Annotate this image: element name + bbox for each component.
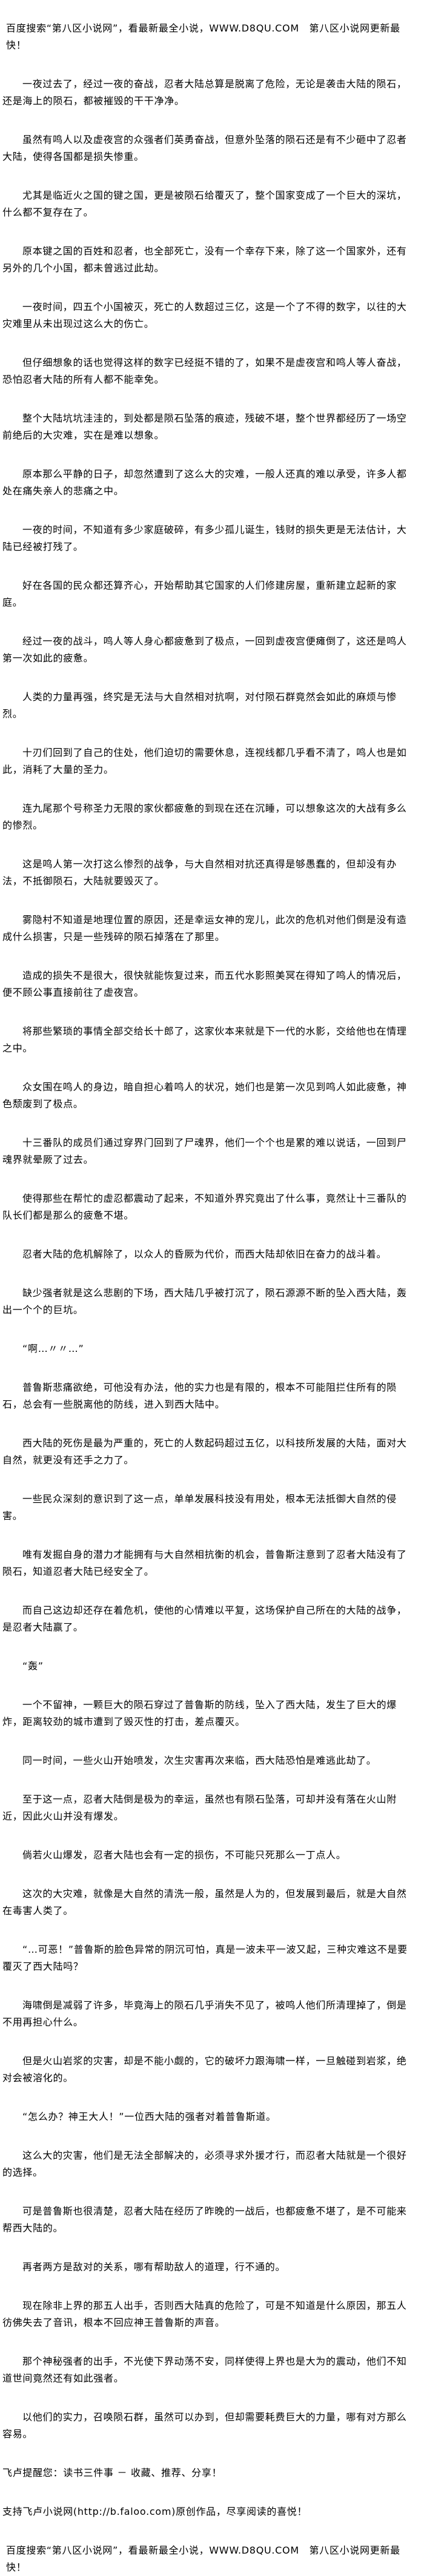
paragraph: 尤其是临近火之国的键之国，更是被陨石给覆灭了，整个国家变成了一个巨大的深坑，什么… (2, 190, 407, 218)
paragraph: 连九尾那个号称圣力无限的家伙都疲惫的到现在还在沉睡，可以想象这次的大战有多么的惨… (2, 803, 407, 831)
paragraph: 原本那么平静的日子，却忽然遭到了这么大的灾难，一般人还真的难以承受，许多人都处在… (2, 468, 407, 497)
paragraph: 同一时间，一些火山开始喷发，次生灾害再次来临，西大陆恐怕是难逃此劫了。 (22, 1755, 377, 1766)
paragraph: 将那些繁琐的事情全部交给长十郎了，这家伙本来就是下一代的水影，交给他也在情理之中… (2, 1025, 407, 1054)
paragraph: 一个不留神，一颗巨大的陨石穿过了普鲁斯的防线，坠入了西大陆，发生了巨大的爆炸，距… (2, 1699, 397, 1727)
paragraph: “啊…〃〃…” (22, 1343, 84, 1354)
paragraph: 雾隐村不知道是地理位置的原因，还是幸运女神的宠儿，此次的危机对他们倒是没有造成什… (2, 914, 407, 942)
paragraph: 海啸倒是减弱了许多，毕竟海上的陨石几乎消失不见了，被鸣人他们所清理掉了，倒是不用… (2, 1999, 407, 2028)
chapter-body: 一夜过去了，经过一夜的奋战，忍者大陆总算是脱离了危险，无论是袭击大陆的陨石，还是… (2, 76, 414, 2443)
paragraph: 那个神秘强者的出手，不光使下界动荡不安，同样使得上界也是大为的震动，他们不知道世… (2, 2356, 407, 2384)
paragraph: 西大陆的死伤是最为严重的，死亡的人数起码超过五亿，以科技所发展的大陆，面对大自然… (2, 1437, 407, 1466)
paragraph: 原本键之国的百姓和忍者，也全部死亡，没有一个幸存下来，除了这一个国家外，还有另外… (2, 245, 407, 274)
paragraph: 虽然有鸣人以及虚夜宫的众强者们英勇奋战，但意外坠落的陨石还是有不少砸中了忍者大陆… (2, 134, 407, 162)
paragraph: 这次的大灾难，就像是大自然的清洗一般，虽然是人为的，但发展到最后，就是大自然在毒… (2, 1888, 407, 1916)
reminder-text: 飞卢提醒您：读书三件事 － 收藏、推荐、分享！ (2, 2467, 222, 2478)
paragraph: 好在各国的民众都还算齐心，开始帮助其它国家的人们修建房屋，重新建立起新的家庭。 (2, 580, 397, 608)
paragraph: 使得那些在帮忙的虚忍都震动了起来，不知道外界究竟出了什么事，竟然让十三番队的队长… (2, 1193, 407, 1221)
paragraph: 忍者大陆的危机解除了，以众人的昏厥为代价，而西大陆却依旧在奋力的战斗着。 (22, 1248, 387, 1260)
site-banner-bottom: 百度搜索“第八区小说网”，看最新最全小说，WWW.D8QU.COM 第八区小说网… (6, 2545, 400, 2573)
paragraph: 但是火山岩浆的灾害，却是不能小觑的，它的破坏力跟海啸一样，一旦触碰到岩浆，绝对会… (2, 2055, 407, 2084)
paragraph: “轰” (22, 1660, 44, 1672)
paragraph: 再者两方是敌对的关系，哪有帮助敌人的道理，行不通的。 (22, 2261, 286, 2273)
paragraph: 一些民众深刻的意识到了这一点，单单发展科技没有用处，根本无法抵御大自然的侵害。 (2, 1493, 397, 1521)
site-banner-top: 百度搜索“第八区小说网”，看最新最全小说，WWW.D8QU.COM 第八区小说网… (6, 22, 400, 51)
paragraph: 十三番队的成员们通过穿界门回到了尸魂界，他们一个个也是累的难以说话，一回到尸魂界… (2, 1137, 407, 1165)
paragraph: 人类的力量再强，终究是无法与大自然相对抗啊，对付陨石群竟然会如此的麻烦与惨烈。 (2, 691, 397, 720)
paragraph: 唯有发掘自身的潜力才能拥有与大自然相抗衡的机会，普鲁斯注意到了忍者大陆没有了陨石… (2, 1549, 407, 1577)
paragraph: 经过一夜的战斗，鸣人等人身心都疲惫到了极点，一回到虚夜宫便瘫倒了，这还是鸣人第一… (2, 635, 407, 664)
paragraph: 这是鸣人第一次打这么惨烈的战争，与大自然相对抗还真得是够愚蠢的，但却没有办法，不… (2, 858, 397, 887)
paragraph: 这么大的灾害，他们是无法全部解决的，必须寻求外援才行，而忍者大陆就是一个很好的选… (2, 2150, 407, 2178)
paragraph: 整个大陆坑坑洼洼的，到处都是陨石坠落的痕迹，残破不堪，整个世界都经历了一场空前绝… (2, 412, 407, 441)
paragraph: 但仔细想象的话也觉得这样的数字已经挺不错的了，如果不是虚夜宫和鸣人等人奋战，恐怕… (2, 357, 407, 385)
paragraph: 缺少强者就是这么悲剧的下场，西大陆几乎被打沉了，陨石源源不断的坠入西大陆，轰出一… (2, 1287, 407, 1316)
paragraph: 一夜时间，四五个小国被灭，死亡的人数超过三亿，这是一个了不得的数字，以往的大灾难… (2, 301, 407, 329)
paragraph: 现在除非上界的那五人出手，否则西大陆真的危险了，可是不知道是什么原因，那五人彷佛… (2, 2300, 407, 2328)
paragraph: 而自己这边却还存在着危机，使他的心情难以平复，这场保护自己所在的大陆的战争，是忍… (2, 1604, 407, 1633)
paragraph: “…可恶！”普鲁斯的脸色异常的阴沉可怕，真是一波未平一波又起，三种灾难这不是要覆… (2, 1944, 408, 1972)
paragraph: “怎么办？神王大人！”一位西大陆的强者对着普鲁斯道。 (22, 2111, 276, 2122)
paragraph: 至于这一点，忍者大陆倒是极为的幸运，虽然也有陨石坠落，可却并没有落在火山附近，因… (2, 1793, 397, 1822)
paragraph: 众女围在鸣人的身边，暗自担心着鸣人的状况，她们也是第一次见到鸣人如此疲惫，神色颓… (2, 1081, 407, 1110)
paragraph: 一夜的时间，不知道有多少家庭破碎，有多少孤儿诞生，钱财的损失更是无法估计，大陆已… (2, 524, 407, 552)
paragraph: 一夜过去了，经过一夜的奋战，忍者大陆总算是脱离了危险，无论是袭击大陆的陨石，还是… (2, 78, 407, 107)
support-text: 支持飞卢小说网(http://b.faloo.com)原创作品，尽享阅读的喜悦！ (2, 2506, 308, 2517)
paragraph: 可是普鲁斯也很清楚，忍者大陆在经历了昨晚的一战后，也都疲惫不堪了，是不可能来帮西… (2, 2205, 407, 2234)
paragraph: 普鲁斯悲痛欲绝，可他没有办法，他的实力也是有限的，根本不可能阻拦住所有的陨石，总… (2, 1382, 397, 1410)
paragraph: 以他们的实力，召唤陨石群，虽然可以办到，但却需要耗费巨大的力量，哪有对方那么容易… (2, 2411, 407, 2440)
paragraph: 十刃们回到了自己的住处，他们迫切的需要休息，连视线都几乎看不清了，鸣人也是如此，… (2, 747, 407, 775)
paragraph: 造成的损失不是很大，很快就能恢复过来，而五代水影照美冥在得知了鸣人的情况后，便不… (2, 970, 407, 998)
paragraph: 倘若火山爆发，忍者大陆也会有一定的损伤，不可能只死那么一丁点人。 (22, 1849, 346, 1861)
